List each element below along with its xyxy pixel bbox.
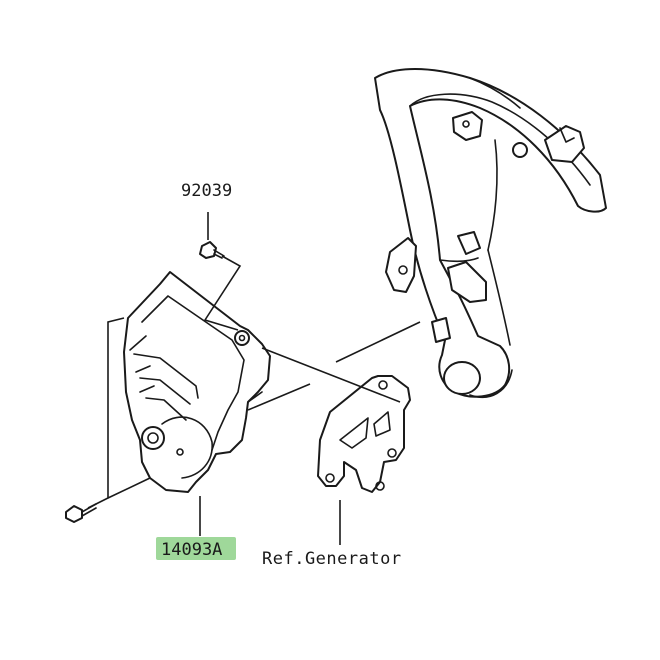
label-highlight (156, 537, 236, 560)
label-92039: 92039 (181, 181, 232, 201)
frame-bracket-lower (431, 231, 487, 343)
label-14093A-group: 14093A (156, 537, 236, 560)
assembly-lines (87, 212, 421, 545)
frame-bracket-upper (452, 111, 483, 141)
label-14093A: 14093A (161, 540, 222, 560)
label-ref-generator: Ref.Generator (262, 549, 402, 569)
sprocket-cover (123, 271, 271, 493)
bolt-92039 (199, 241, 225, 259)
label-ref-generator-group: Ref.Generator (262, 549, 402, 569)
frame-bracket-mount (512, 125, 585, 163)
frame-tube (374, 68, 607, 399)
label-92039-group: 92039 (181, 181, 232, 201)
generator-bracket (317, 375, 411, 493)
frame-bracket-side (385, 237, 417, 293)
